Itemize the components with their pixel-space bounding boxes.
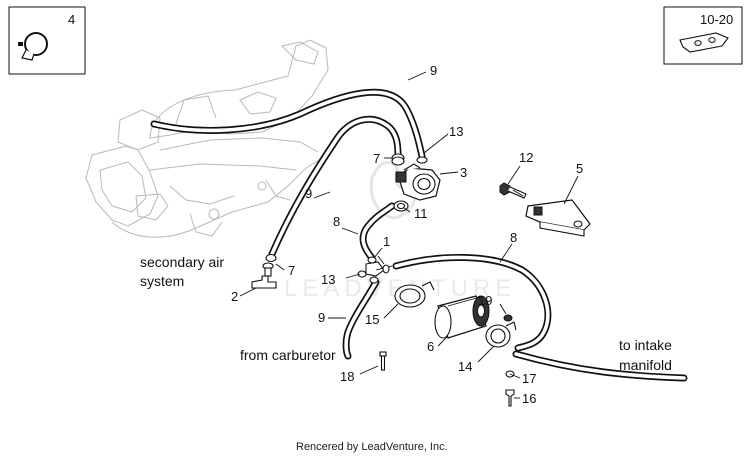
secondary-air-label-line-1: secondary air xyxy=(140,254,224,270)
callout-13: 13 xyxy=(321,272,335,287)
clip-13-lower[interactable] xyxy=(357,270,367,278)
nut-19[interactable] xyxy=(503,314,513,322)
clamp-7-lower[interactable] xyxy=(265,253,277,263)
callout-8: 8 xyxy=(333,214,340,229)
callout-12: 12 xyxy=(519,150,533,165)
callout-8: 8 xyxy=(510,230,517,245)
callout-6: 6 xyxy=(427,339,434,354)
callout-18: 18 xyxy=(340,369,354,384)
t-connector[interactable] xyxy=(365,256,393,284)
hose-8-short[interactable] xyxy=(359,202,396,262)
callout-2: 2 xyxy=(231,289,238,304)
annotations: secondary air system from carburetor to … xyxy=(140,254,672,373)
from-carburetor-label: from carburetor xyxy=(240,347,336,363)
to-intake-label-line-2: manifold xyxy=(619,357,672,373)
callout-13: 13 xyxy=(449,124,463,139)
screw-12[interactable] xyxy=(499,182,527,199)
connector-2[interactable] xyxy=(251,262,277,289)
clamp-15[interactable] xyxy=(394,281,435,308)
air-filter-canister[interactable] xyxy=(434,295,490,339)
bracket-icon xyxy=(679,32,729,53)
leader-lines xyxy=(239,71,579,399)
inset-box-clamp-label: 4 xyxy=(68,12,75,27)
callout-7: 7 xyxy=(373,151,380,166)
hose-9-middle[interactable] xyxy=(268,115,402,258)
clamp-14[interactable] xyxy=(485,321,517,348)
callout-17: 17 xyxy=(522,371,536,386)
callout-14: 14 xyxy=(458,359,472,374)
callout-19: 19 xyxy=(478,293,492,308)
inset-box-clamp[interactable]: 4 xyxy=(8,6,86,75)
inset-box-bracket[interactable]: 10-20 xyxy=(663,6,743,65)
hose-9-upper[interactable] xyxy=(150,88,426,160)
callout-9: 9 xyxy=(430,63,437,78)
frame-outline xyxy=(85,39,329,238)
callout-3: 3 xyxy=(460,165,467,180)
clip-13-upper[interactable] xyxy=(416,156,428,164)
inset-box-bracket-label: 10-20 xyxy=(700,12,733,27)
callout-5: 5 xyxy=(576,161,583,176)
bracket-plate[interactable] xyxy=(525,199,591,237)
secondary-air-label-line-2: system xyxy=(140,273,184,289)
callout-15: 15 xyxy=(365,312,379,327)
callout-16: 16 xyxy=(522,391,536,406)
footer-credit: Rencered by LeadVenture, Inc. xyxy=(296,441,448,453)
callout-9: 9 xyxy=(305,186,312,201)
callout-9: 9 xyxy=(318,310,325,325)
callout-1: 1 xyxy=(383,234,390,249)
hose-to-intake[interactable] xyxy=(512,350,688,382)
to-intake-label-line-1: to intake xyxy=(619,337,672,353)
bolt-16[interactable] xyxy=(505,389,515,407)
clamp-7-upper[interactable] xyxy=(391,153,405,166)
callout-11: 11 xyxy=(414,206,428,221)
hose-8-long[interactable] xyxy=(392,254,552,352)
callout-labels: 9 7 13 3 12 5 9 8 11 1 8 7 13 2 15 19 9 … xyxy=(231,63,583,406)
callout-7: 7 xyxy=(288,263,295,278)
hose-9-lower[interactable] xyxy=(342,278,380,360)
bolt-18[interactable] xyxy=(379,351,387,371)
reed-valve[interactable] xyxy=(395,163,441,201)
hose-clamp-icon xyxy=(18,32,48,61)
